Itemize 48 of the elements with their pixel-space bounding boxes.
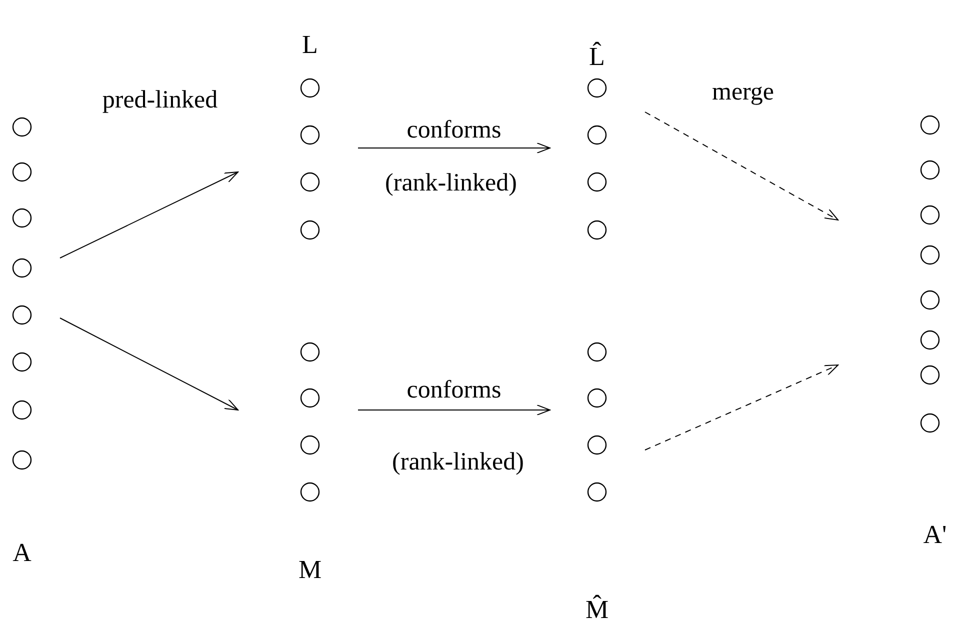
circle xyxy=(920,245,940,265)
column-label: L̂ xyxy=(589,44,605,70)
circle xyxy=(920,365,940,385)
column-label: A xyxy=(12,540,32,566)
circle xyxy=(920,413,940,433)
circle xyxy=(12,450,32,470)
annotation-label: (rank-linked) xyxy=(385,170,517,196)
arrow xyxy=(644,364,838,450)
circle xyxy=(12,305,32,325)
column-label: A' xyxy=(923,522,947,548)
circle xyxy=(920,160,940,180)
circle xyxy=(300,435,320,455)
annotation-label: (rank-linked) xyxy=(392,450,524,474)
circle xyxy=(300,482,320,502)
arrow xyxy=(358,142,550,154)
column-label: M̂ xyxy=(585,597,609,623)
circle xyxy=(12,258,32,278)
circle xyxy=(587,172,607,192)
circle xyxy=(587,342,607,362)
circle xyxy=(12,117,32,137)
column-label: M xyxy=(298,557,322,583)
arrow xyxy=(358,404,550,416)
circle xyxy=(300,78,320,98)
circle xyxy=(920,205,940,225)
circle xyxy=(587,482,607,502)
circle xyxy=(300,125,320,145)
circle xyxy=(300,172,320,192)
circle xyxy=(587,78,607,98)
circle xyxy=(12,162,32,182)
circle xyxy=(12,400,32,420)
annotation-label: pred-linked xyxy=(102,88,218,112)
circle xyxy=(300,388,320,408)
circle xyxy=(300,220,320,240)
annotation-label: merge xyxy=(712,80,774,104)
circle xyxy=(920,115,940,135)
circle xyxy=(920,290,940,310)
circle xyxy=(587,435,607,455)
column-label: L xyxy=(302,32,318,58)
arrow xyxy=(644,112,838,220)
arrow xyxy=(60,172,238,258)
circle xyxy=(587,125,607,145)
arrow xyxy=(60,318,238,410)
circle xyxy=(920,330,940,350)
circle xyxy=(12,352,32,372)
circle xyxy=(587,220,607,240)
circle xyxy=(12,208,32,228)
circle xyxy=(587,388,607,408)
circle xyxy=(300,342,320,362)
